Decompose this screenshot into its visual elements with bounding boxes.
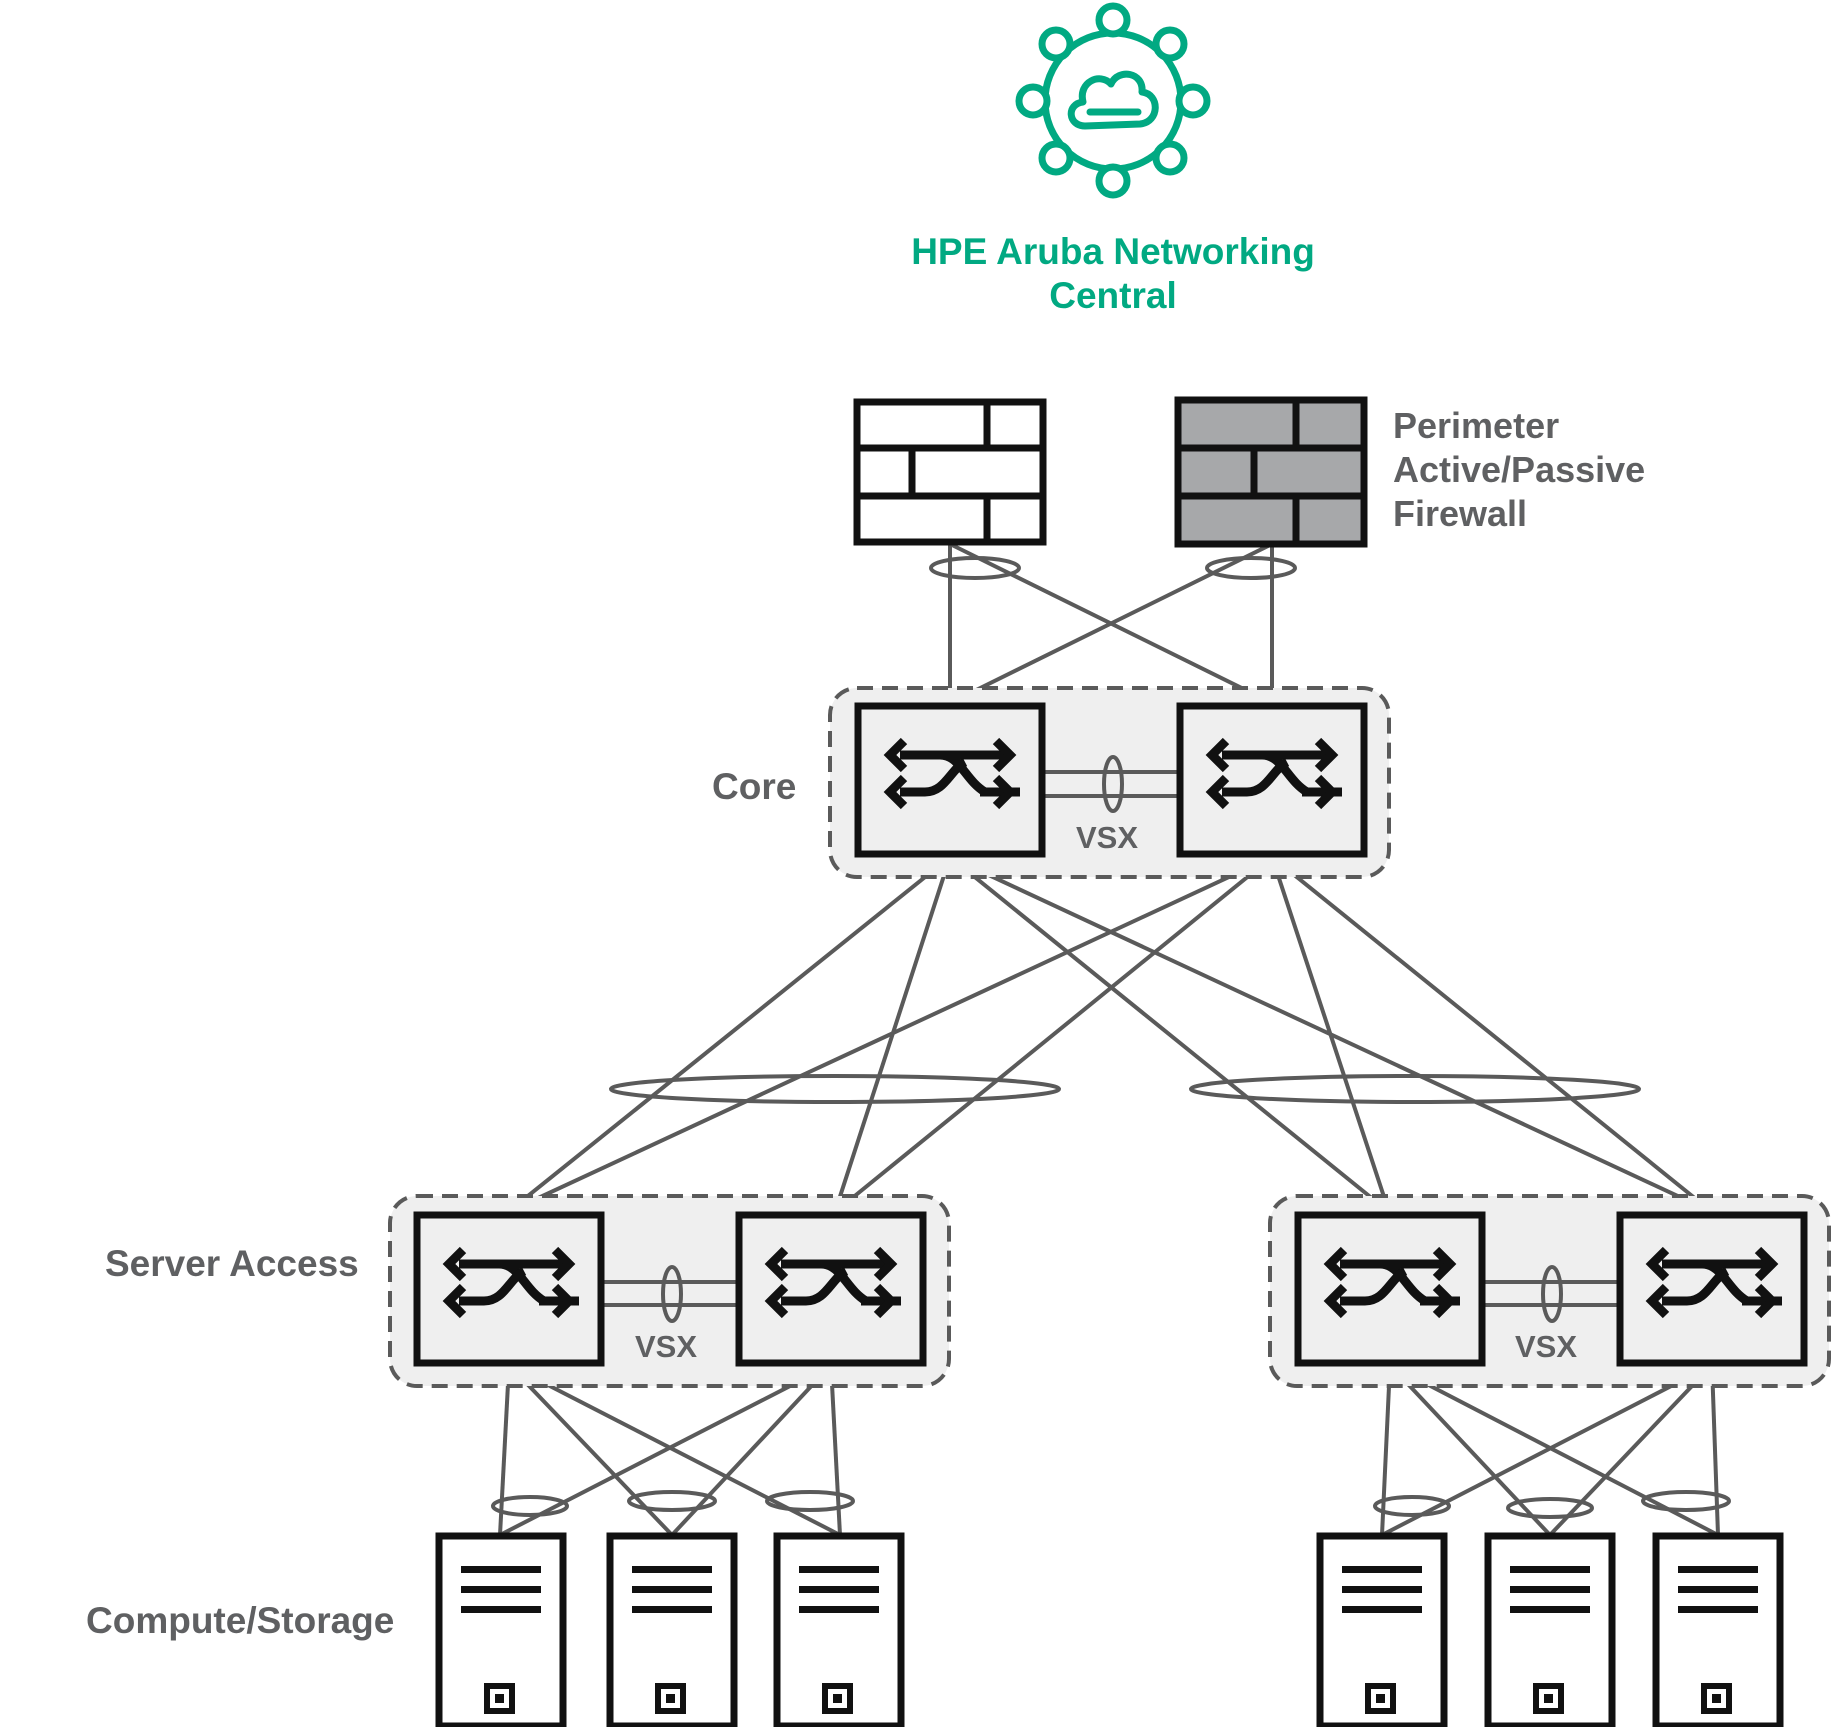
central-title-line-2: Central [1049, 275, 1177, 316]
access-switch-3 [1294, 1211, 1486, 1367]
access-switch-2 [735, 1211, 927, 1367]
active-firewall-icon [853, 398, 1047, 546]
vsx-label-access-right: VSX [1515, 1329, 1578, 1364]
server-icon [1320, 1536, 1444, 1726]
passive-firewall-icon [1174, 396, 1368, 548]
network-links [491, 542, 1731, 1537]
access-switch-1 [413, 1211, 605, 1367]
server-icon [610, 1536, 734, 1726]
server-icon [1656, 1536, 1780, 1726]
tier-label-core: Core [712, 766, 797, 807]
firewall-label-line-2: Active/Passive [1393, 449, 1646, 490]
firewall-label-line-1: Perimeter [1393, 405, 1560, 446]
access-switch-4 [1616, 1211, 1808, 1367]
firewall-label-line-3: Firewall [1393, 493, 1528, 534]
vsx-links [603, 755, 1618, 1323]
core-switch-1 [854, 702, 1046, 858]
server-icon [1488, 1536, 1612, 1726]
server-icon [439, 1536, 563, 1726]
central-title-line-1: HPE Aruba Networking [911, 231, 1315, 272]
tier-label-compute-storage: Compute/Storage [86, 1600, 395, 1641]
core-switch-2 [1176, 702, 1368, 858]
vsx-label-core: VSX [1076, 820, 1139, 855]
tier-label-server-access: Server Access [105, 1243, 359, 1284]
vsx-label-access-left: VSX [635, 1329, 698, 1364]
aruba-central-cloud-icon [1015, 2, 1211, 199]
server-icon [777, 1536, 901, 1726]
